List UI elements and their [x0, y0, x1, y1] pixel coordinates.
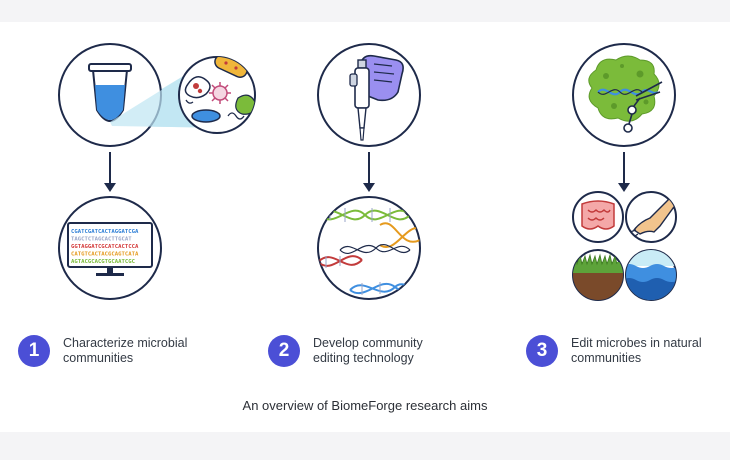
sequencing-monitor-illustration: CGATCGATCACTAGGATCGA TAGCTCTAGCACTTGCATGG… [58, 196, 162, 300]
gut-environment-illustration [572, 191, 624, 243]
step-number-badge: 2 [268, 335, 300, 367]
figure-caption: An overview of BiomeForge research aims [242, 398, 488, 413]
step-1: 1 Characterize microbial communities [18, 333, 203, 369]
step-label: Edit microbes in natural communities [571, 336, 702, 365]
step-2: 2 Develop community editing technology [268, 333, 453, 369]
step-number-badge: 1 [18, 335, 50, 367]
sequence-line: GGTAGGATCGCATCACTCCA [71, 244, 139, 250]
crispr-editing-illustration [572, 43, 676, 147]
step-label: Develop community editing technology [313, 336, 423, 365]
sequence-line: TAGCTCTAGCACTTGCAT [71, 237, 132, 243]
step-number-badge: 3 [526, 335, 558, 367]
sequence-line: CATGTCACTACGCAGTCATA [71, 252, 139, 258]
sequence-line: AGTACGCACGTGCAATCGC [71, 259, 135, 265]
ocean-environment-illustration [625, 249, 677, 301]
pipette-illustration [317, 43, 421, 147]
microbe-magnified-view [178, 56, 256, 134]
arrow-down-icon [363, 152, 375, 192]
step-3: 3 Edit microbes in natural communities [526, 333, 711, 369]
step-label: Characterize microbial communities [63, 336, 188, 365]
arrow-down-icon [104, 152, 116, 192]
dna-strands-illustration [317, 196, 421, 300]
arrow-down-icon [618, 152, 630, 192]
sequence-line: CGATCGATCACTAGGATCGA [71, 229, 139, 235]
soil-environment-illustration [572, 249, 624, 301]
skin-environment-illustration [625, 191, 677, 243]
